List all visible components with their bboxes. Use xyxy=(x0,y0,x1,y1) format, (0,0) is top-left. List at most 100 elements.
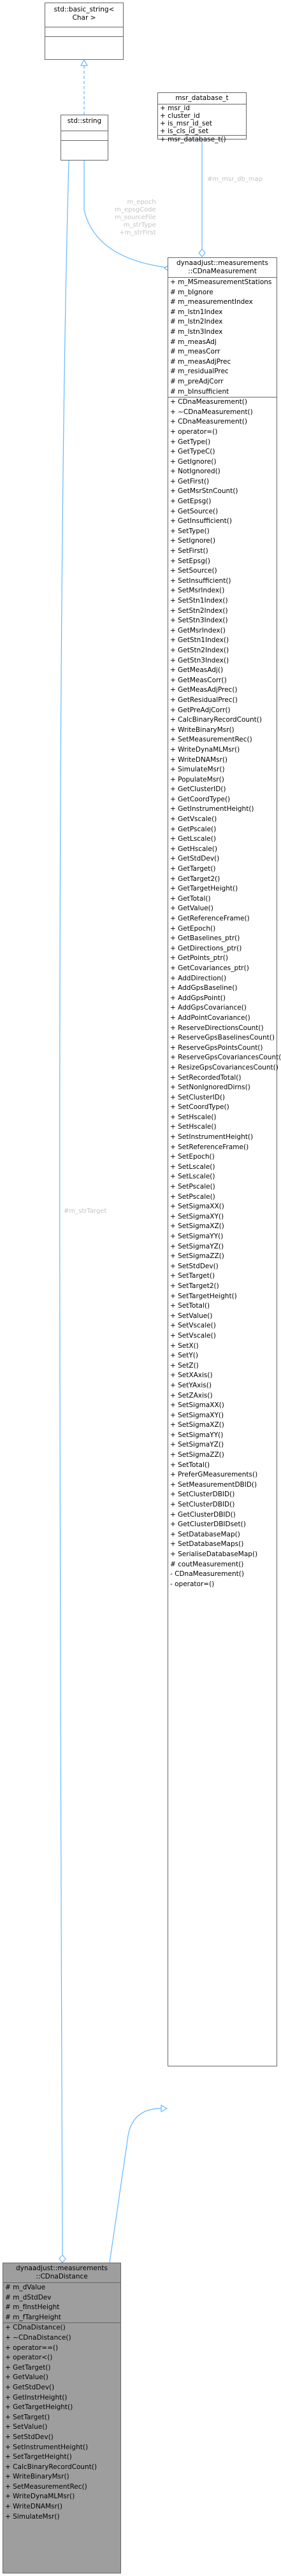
method-row: + GetPoints_ptr() xyxy=(170,954,228,962)
method-row: + SetSource() xyxy=(170,567,217,575)
method-row: + GetSource() xyxy=(170,507,219,515)
method-row: + SetFirst() xyxy=(170,547,208,555)
method-row: + GetValue() xyxy=(170,905,213,913)
method-row: + SetZAxis() xyxy=(170,1391,213,1399)
method-row: + GetTarget2() xyxy=(170,875,220,883)
method-row: + SetYAxis() xyxy=(170,1381,212,1389)
arrowhead-basic-string xyxy=(80,59,89,66)
method-row: + SetStn3Index() xyxy=(170,617,228,625)
method-row: + SetValue() xyxy=(5,2423,48,2431)
method-row: + GetStdDev() xyxy=(170,855,220,863)
method-row: + operator<() xyxy=(5,2354,53,2362)
class-node-msr-database-t[interactable]: msr_database_t + msr_id + cluster_id + i… xyxy=(157,92,247,143)
attribute-row: # m_bInsufficient xyxy=(170,387,229,396)
method-row: + SetTargetHeight() xyxy=(170,1292,237,1300)
method-row: + SetSigmaYZ() xyxy=(170,1441,224,1449)
method-row: + GetMeasAdj() xyxy=(170,666,224,675)
edge-label-line: #m_msr_db_map xyxy=(207,176,263,183)
method-row: + SetMeasurementRec() xyxy=(170,736,252,744)
method-row: + SetStdDev() xyxy=(5,2433,54,2441)
method-row: + SetZ() xyxy=(170,1361,199,1370)
method-row: + msr_database_t() xyxy=(160,136,226,143)
method-row: + SetTargetHeight() xyxy=(5,2453,72,2461)
methods-section: + CDnaMeasurement()+ ~CDnaMeasurement()+… xyxy=(168,397,281,1589)
method-row: + SetSigmaYY() xyxy=(170,1431,224,1439)
edge-string-to-measurement xyxy=(83,161,168,268)
method-row: + GetPreAdjCorr() xyxy=(170,706,231,714)
method-row: + GetMsrStnCount() xyxy=(170,487,238,496)
method-row: + GetReferenceFrame() xyxy=(170,915,250,922)
attribute-row: # m_dValue xyxy=(5,2284,46,2291)
attributes-section: # m_dValue# m_dStdDev# m_fInstHeight# m_… xyxy=(3,2282,120,2322)
method-row: + GetInsufficient() xyxy=(170,517,232,526)
method-row: + GetLscale() xyxy=(170,835,216,843)
method-row: # coutMeasurement() xyxy=(170,1560,244,1568)
edge-label-string-to-measurement: m_epoch m_epsgCode m_sourceFile m_strTyp… xyxy=(115,199,156,237)
method-row: + WriteDynaMLMsr() xyxy=(5,2493,75,2501)
method-row: + SetXAxis() xyxy=(170,1371,213,1380)
method-row: + ~CDnaDistance() xyxy=(5,2333,71,2342)
method-row: + SetInstrumentHeight() xyxy=(5,2443,89,2451)
edge-label-line: #m_strTarget xyxy=(64,1208,107,1215)
method-row: + SetClusterID() xyxy=(170,1093,226,1101)
method-row: + SetNonIgnoredDirns() xyxy=(170,1084,250,1092)
class-node-std-string[interactable]: std::string xyxy=(61,115,108,161)
method-row: + GetClusterDBID() xyxy=(170,1510,236,1519)
title-line: dynaadjust::measurements xyxy=(176,259,269,267)
attribute-row: # m_measAdjPrec xyxy=(170,357,231,366)
edge-label-line: m_epoch xyxy=(127,199,156,206)
method-row: + SetMeasurementDBID() xyxy=(170,1480,257,1489)
method-row: + GetBaselines_ptr() xyxy=(170,934,240,943)
method-row: + SetVscale() xyxy=(170,1331,216,1340)
method-row: + AddGpsPoint() xyxy=(170,994,226,1002)
method-row: + GetStdDev() xyxy=(5,2383,55,2391)
method-row: + SetClusterDBID() xyxy=(170,1501,235,1509)
edge-label-msr-to-measurement: #m_msr_db_map xyxy=(207,176,263,183)
method-row: + GetValue() xyxy=(5,2373,48,2382)
method-row: + SetMeasurementRec() xyxy=(5,2482,87,2491)
method-row: + SetStdDev() xyxy=(170,1262,219,1270)
class-node-cdna-measurement[interactable]: dynaadjust::measurements ::CDnaMeasureme… xyxy=(168,257,281,2066)
method-row: + GetResidualPrec() xyxy=(170,696,238,704)
methods-section: + CDnaDistance()+ ~CDnaDistance()+ opera… xyxy=(3,2322,120,2522)
class-node-basic-string[interactable]: std::basic_string< Char > xyxy=(45,3,124,60)
method-row: + ReserveGpsBaselinesCount() xyxy=(170,1034,275,1042)
method-row: + PreferGMeasurements() xyxy=(170,1471,258,1479)
method-row: + GetTargetHeight() xyxy=(170,885,238,893)
method-row: + GetClusterID() xyxy=(170,785,226,794)
attributes-section xyxy=(45,27,123,36)
method-row: + ReserveDirectionsCount() xyxy=(170,1024,264,1032)
class-title: msr_database_t xyxy=(175,94,229,102)
attribute-row: # m_measurementIndex xyxy=(170,298,253,306)
method-row: + SetEpoch() xyxy=(170,1153,215,1161)
method-row: + SetSigmaYY() xyxy=(170,1233,224,1240)
method-row: + GetMeasCorr() xyxy=(170,676,227,684)
edge-label-line: +m_strFirst xyxy=(119,229,156,236)
method-row: + PopulateMsr() xyxy=(170,775,224,784)
method-row: + GetType() xyxy=(170,438,211,446)
method-row: + SetEpsg() xyxy=(170,557,211,565)
class-title: std::basic_string< Char > xyxy=(45,3,123,24)
method-row: + SetSigmaXY() xyxy=(170,1212,224,1220)
attribute-row: # m_preAdjCorr xyxy=(170,377,224,385)
method-row: + SimulateMsr() xyxy=(170,766,225,774)
method-row: + AddGpsCovariance() xyxy=(170,1004,247,1012)
method-row: + SetReferenceFrame() xyxy=(170,1143,249,1151)
attribute-row: # m_fTargHeight xyxy=(5,2313,61,2321)
class-node-cdna-distance[interactable]: dynaadjust::measurements ::CDnaDistance … xyxy=(3,2263,121,2573)
class-title: std::string xyxy=(67,117,102,125)
method-row: + GetEpoch() xyxy=(170,924,216,933)
method-row: + AddPointCovariance() xyxy=(170,1013,250,1022)
method-row: + WriteDNAMsr() xyxy=(170,755,228,764)
attribute-row: + cluster_id xyxy=(160,112,200,120)
method-row: + CalcBinaryRecordCount() xyxy=(5,2463,97,2471)
method-row: + SetY() xyxy=(170,1352,198,1360)
attribute-row: # m_measCorr xyxy=(170,348,220,356)
edge-distance-inherits-measurement xyxy=(109,2108,162,2263)
attribute-row: # m_lstn1Index xyxy=(170,308,223,316)
method-row: + AddDirection() xyxy=(170,974,227,982)
method-row: + GetTotal() xyxy=(170,894,211,903)
method-row: + SetVscale() xyxy=(170,1322,216,1330)
method-row: + GetCoordType() xyxy=(170,795,231,803)
attributes-section xyxy=(61,131,108,140)
